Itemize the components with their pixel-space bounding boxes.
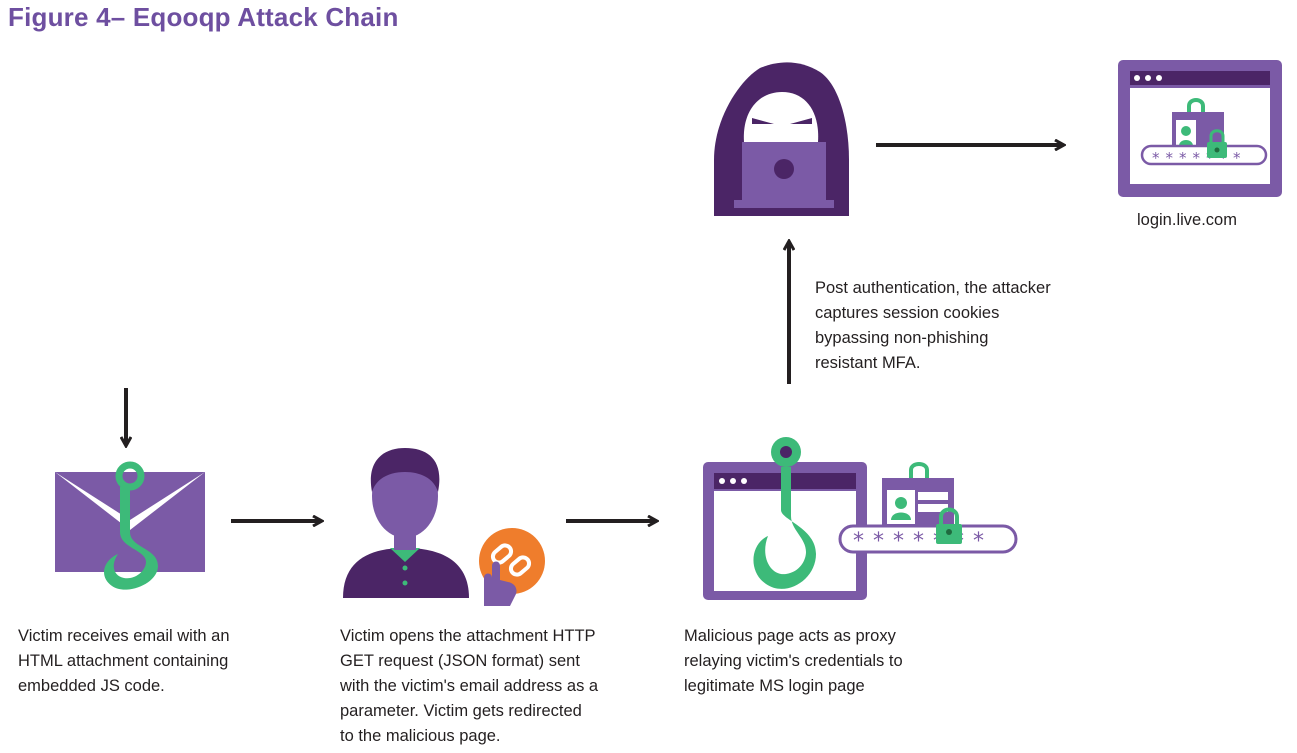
figure-title: Figure 4– Eqooqp Attack Chain bbox=[8, 2, 399, 32]
caption-line: parameter. Victim gets redirected bbox=[340, 702, 582, 720]
caption-line: Victim opens the attachment HTTP bbox=[340, 627, 596, 645]
caption-line: legitimate MS login page bbox=[684, 677, 865, 695]
caption-line: bypassing non-phishing bbox=[815, 329, 989, 347]
caption-line: resistant MFA. bbox=[815, 354, 921, 372]
caption-line: Post authentication, the attacker bbox=[815, 279, 1051, 297]
caption-victim-opens-attachment: Victim opens the attachment HTTP GET req… bbox=[340, 624, 670, 749]
malicious-page-icon bbox=[703, 437, 867, 600]
caption-attacker-captures-cookies: Post authentication, the attacker captur… bbox=[815, 276, 1115, 376]
svg-text:*******: ******* bbox=[853, 529, 993, 554]
caption-malicious-proxy: Malicious page acts as proxy relaying vi… bbox=[684, 624, 1004, 699]
caption-line: embedded JS code. bbox=[18, 677, 165, 695]
victim-person-icon bbox=[343, 448, 469, 598]
caption-line: Malicious page acts as proxy bbox=[684, 627, 896, 645]
svg-text:*******: ******* bbox=[1152, 149, 1247, 167]
caption-line: HTML attachment containing bbox=[18, 652, 229, 670]
phishing-email-icon bbox=[55, 461, 205, 590]
attacker-icon bbox=[714, 62, 849, 216]
caption-line: relaying victim's credentials to bbox=[684, 652, 903, 670]
caption-line: with the victim's email address as a bbox=[340, 677, 599, 695]
caption-email-received: Victim receives email with an HTML attac… bbox=[18, 624, 318, 699]
caption-line: Victim receives email with an bbox=[18, 627, 230, 645]
caption-line: captures session cookies bbox=[815, 304, 1000, 322]
link-click-icon bbox=[479, 528, 545, 606]
caption-line: to the malicious page. bbox=[340, 727, 501, 745]
legitimate-login-page-icon: ******* bbox=[1118, 60, 1282, 197]
login-url-label: login.live.com bbox=[1137, 211, 1237, 229]
caption-line: GET request (JSON format) sent bbox=[340, 652, 580, 670]
credential-card-icon: ******* bbox=[838, 462, 1018, 554]
